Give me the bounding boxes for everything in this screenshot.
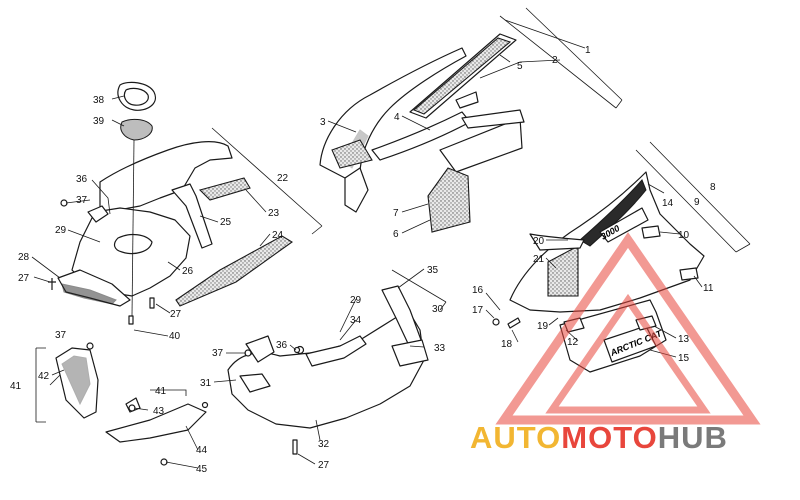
callout-12: 12 xyxy=(567,337,579,348)
callout-15: 15 xyxy=(678,353,690,364)
callout-29a: 29 xyxy=(55,225,67,236)
callout-37b: 37 xyxy=(212,348,224,359)
callout-35: 35 xyxy=(427,265,439,276)
callout-39: 39 xyxy=(93,116,105,127)
belly-pan-assembly xyxy=(227,285,429,429)
callout-41b: 41 xyxy=(155,386,167,397)
fasteners xyxy=(48,199,521,466)
callout-8: 8 xyxy=(710,182,716,193)
callout-4: 4 xyxy=(394,112,400,123)
callout-14: 14 xyxy=(662,198,674,209)
callout-44: 44 xyxy=(196,445,208,456)
callout-22: 22 xyxy=(277,173,289,184)
callout-13: 13 xyxy=(678,334,690,345)
triangle-logo-icon xyxy=(495,232,761,425)
callout-6: 6 xyxy=(393,229,399,240)
callout-1: 1 xyxy=(585,45,591,56)
callout-29b: 29 xyxy=(350,295,362,306)
watermark-word-3: HUB xyxy=(658,420,728,455)
callout-10: 10 xyxy=(678,230,690,241)
callout-34: 34 xyxy=(350,315,362,326)
callout-25: 25 xyxy=(220,217,232,228)
callout-2: 2 xyxy=(552,55,558,66)
callout-41a: 41 xyxy=(10,381,22,392)
callout-30: 30 xyxy=(432,304,444,315)
callout-21: 21 xyxy=(533,254,545,265)
callout-40: 40 xyxy=(169,331,181,342)
watermark-word-2: MOTO xyxy=(561,420,657,455)
callout-5: 5 xyxy=(517,61,523,72)
callout-28: 28 xyxy=(18,252,30,263)
callout-17: 17 xyxy=(472,305,484,316)
side-panel-left xyxy=(55,347,207,443)
callout-20: 20 xyxy=(533,236,545,247)
leader-lines xyxy=(31,7,751,469)
callout-33: 33 xyxy=(434,343,446,354)
callout-27a: 27 xyxy=(18,273,30,284)
callout-27c: 27 xyxy=(318,460,330,471)
callout-11: 11 xyxy=(703,283,714,294)
callout-23: 23 xyxy=(268,208,280,219)
callout-16: 16 xyxy=(472,285,484,296)
callout-18: 18 xyxy=(501,339,513,350)
callout-36b: 36 xyxy=(276,340,288,351)
watermark-logo xyxy=(495,232,761,425)
callout-9: 9 xyxy=(694,197,700,208)
callout-27b: 27 xyxy=(170,309,182,320)
callout-36a: 36 xyxy=(76,174,88,185)
callout-43: 43 xyxy=(153,406,165,417)
callout-3: 3 xyxy=(320,117,326,128)
triangle-logo-inner-icon xyxy=(545,293,711,414)
callout-26: 26 xyxy=(182,266,194,277)
callout-38: 38 xyxy=(93,95,105,106)
callout-19: 19 xyxy=(537,321,549,332)
callout-37c: 37 xyxy=(55,330,67,341)
svg-text:AUTOMOTOHUB: AUTOMOTOHUB xyxy=(470,420,728,455)
callout-24: 24 xyxy=(272,230,284,241)
callout-31: 31 xyxy=(200,378,212,389)
windshield-assembly xyxy=(319,33,525,233)
callout-labels: 1 2 3 4 5 6 7 8 9 10 11 12 13 14 15 16 1… xyxy=(10,45,716,475)
callout-32: 32 xyxy=(318,439,330,450)
callout-42: 42 xyxy=(38,371,50,382)
callout-37a: 37 xyxy=(76,195,88,206)
watermark-word-1: AUTO xyxy=(470,420,561,455)
callout-45: 45 xyxy=(196,464,208,475)
hood-console-assembly xyxy=(57,81,294,307)
callout-7: 7 xyxy=(393,208,399,219)
watermark-text: AUTOMOTOHUB xyxy=(470,420,728,455)
